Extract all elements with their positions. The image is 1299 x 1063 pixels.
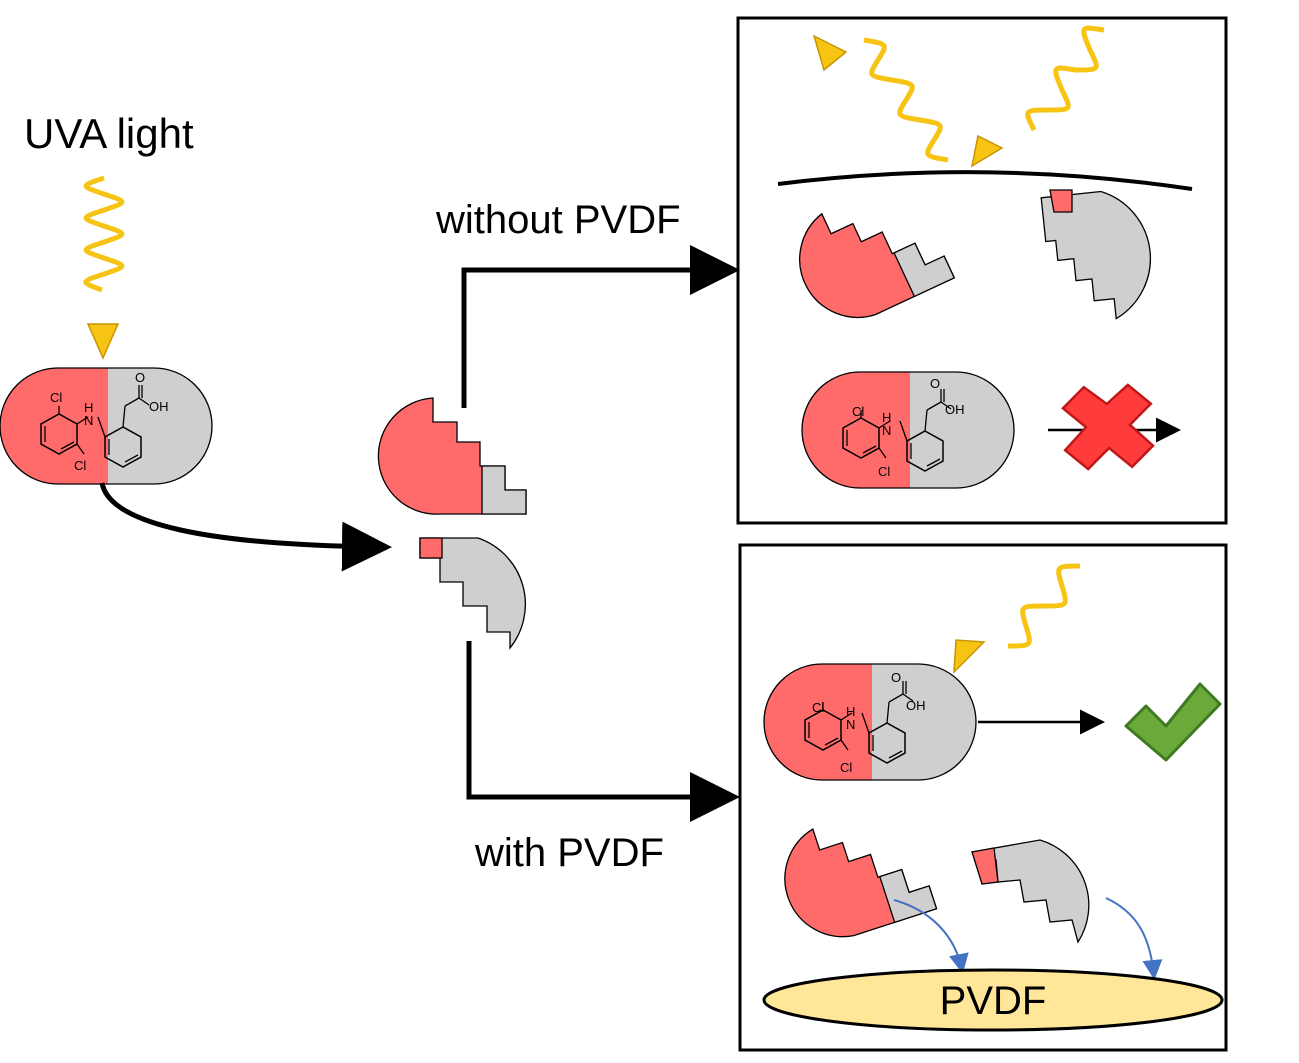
chem-n: N bbox=[882, 423, 891, 438]
pvdf-label: PVDF bbox=[940, 979, 1047, 1023]
arrow-icon bbox=[461, 245, 740, 408]
fragment-red bbox=[784, 828, 938, 938]
fragment-red bbox=[799, 212, 956, 319]
chem-o: O bbox=[135, 370, 145, 385]
uv-wave-icon bbox=[812, 34, 949, 163]
diclofenac-molecule: Cl Cl H N O OH bbox=[801, 371, 1015, 489]
surface-line bbox=[777, 170, 1193, 191]
chem-cl-top: Cl bbox=[852, 404, 864, 419]
arrow-icon bbox=[99, 482, 392, 572]
chem-h: H bbox=[882, 410, 891, 425]
fragment-grey bbox=[1040, 189, 1152, 320]
uv-wave-icon bbox=[970, 25, 1105, 168]
with-pvdf-box bbox=[738, 543, 1228, 1052]
chem-cl-top: Cl bbox=[50, 390, 62, 405]
chem-o: O bbox=[930, 376, 940, 391]
chem-cl-bottom: Cl bbox=[74, 458, 86, 473]
uv-wave-icon bbox=[953, 563, 1081, 674]
without-pvdf-box bbox=[736, 16, 1228, 525]
chem-oh: OH bbox=[906, 698, 926, 713]
pvdf-disk bbox=[762, 968, 1224, 1032]
fragment-red bbox=[377, 397, 527, 515]
adsorb-arrow-icon bbox=[1105, 897, 1163, 980]
arrow-icon bbox=[466, 641, 740, 822]
cross-icon bbox=[1061, 383, 1155, 471]
diclofenac-molecule: Cl Cl H N O OH bbox=[763, 663, 977, 781]
chem-cl-top: Cl bbox=[812, 700, 824, 715]
chem-cl-bottom: Cl bbox=[878, 464, 890, 479]
without-pvdf-label: without PVDF bbox=[435, 198, 681, 242]
chem-n: N bbox=[846, 717, 855, 732]
chem-cl-bottom: Cl bbox=[840, 760, 852, 775]
chem-h: H bbox=[84, 400, 93, 415]
chem-oh: OH bbox=[149, 399, 169, 414]
chem-n: N bbox=[84, 413, 93, 428]
diclofenac-molecule: Cl Cl H N O OH bbox=[0, 367, 213, 485]
check-icon bbox=[1124, 682, 1222, 762]
fragment-grey bbox=[970, 839, 1090, 944]
chem-h: H bbox=[846, 704, 855, 719]
uv-wave-icon bbox=[83, 175, 125, 360]
fragment-grey bbox=[419, 537, 527, 650]
chem-oh: OH bbox=[945, 402, 965, 417]
with-pvdf-label: with PVDF bbox=[474, 831, 664, 875]
adsorb-arrow-icon bbox=[893, 899, 969, 974]
uva-light-label: UVA light bbox=[24, 110, 194, 157]
chem-o: O bbox=[891, 670, 901, 685]
